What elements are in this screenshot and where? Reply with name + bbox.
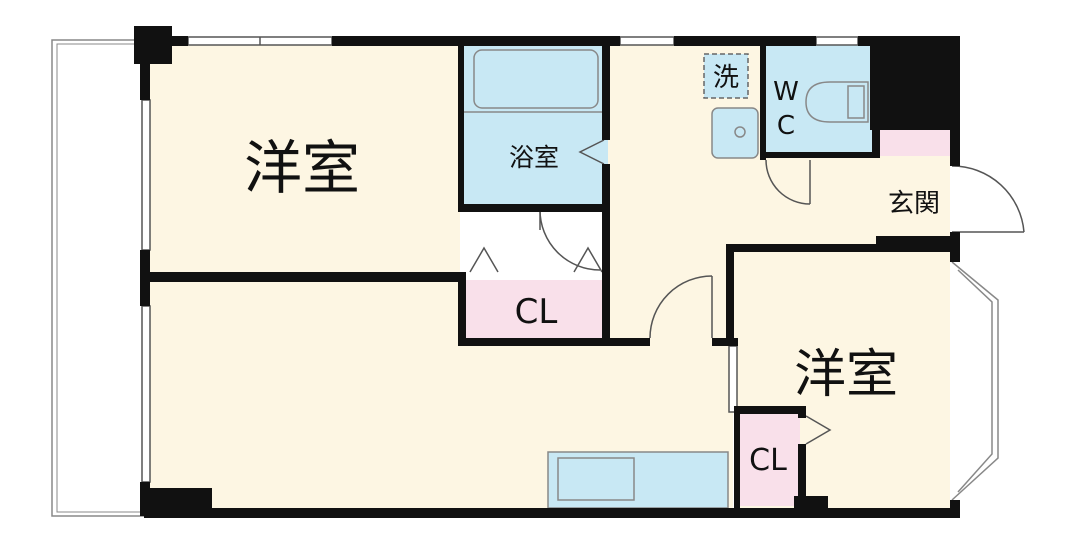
fixtures xyxy=(464,49,869,445)
washer-label: 洗 xyxy=(713,63,739,93)
entrance-step xyxy=(880,130,950,156)
kitchen-sink xyxy=(557,457,635,501)
door-swings xyxy=(539,159,1025,339)
western-room-2-label: 洋室 xyxy=(794,345,898,405)
bathroom-label: 浴室 xyxy=(509,143,559,172)
entrance-label: 玄関 xyxy=(888,189,940,219)
walls xyxy=(134,26,960,518)
washer-box xyxy=(703,53,749,99)
closet-1-label: CL xyxy=(515,292,558,332)
closet-2-label: CL xyxy=(749,443,787,478)
bay-window xyxy=(951,261,999,501)
closet-1-floor xyxy=(464,280,604,338)
balcony xyxy=(51,39,145,517)
toilet-label-c: C xyxy=(777,111,795,141)
labels: 洋室 浴室 CL 洗 W C 玄関 洋室 CL xyxy=(244,63,940,478)
bathtub xyxy=(473,49,599,109)
toilet-bowl xyxy=(805,81,869,123)
closet-2-floor xyxy=(738,410,800,506)
western-room-1-label: 洋室 xyxy=(244,134,360,202)
toilet-label-w: W xyxy=(773,77,799,107)
western-room-1-floor xyxy=(148,42,460,274)
